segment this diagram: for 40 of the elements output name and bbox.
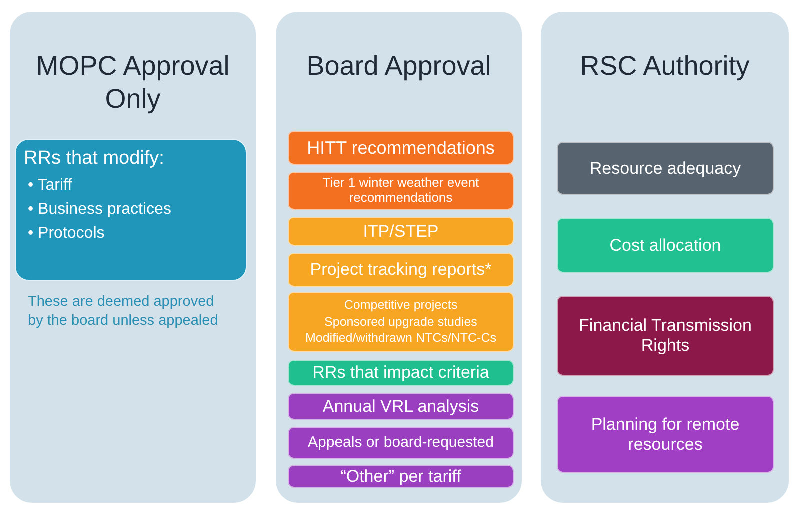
column-heading: MOPC Approval Only [35,50,231,116]
category-box [557,396,774,473]
box-label: Sponsored upgrade studies [324,314,478,330]
box-label: Planning for remote resources [590,414,741,454]
box-label: Project tracking reports* [310,260,492,280]
column-panel [10,12,256,503]
category-box [288,217,514,246]
card-heading: RRs that modify: [24,148,164,170]
category-box [288,253,514,287]
category-box [288,292,514,352]
box-label: Annual VRL analysis [322,396,480,416]
box-label: Cost allocation [610,236,722,256]
box-label: Modified/withdrawn NTCs/NTC-Cs [305,330,496,348]
category-box [288,465,514,488]
box-label: Competitive projects [344,296,458,314]
box-label: Tier 1 winter weather event recommendations [322,176,480,206]
category-box [288,131,514,165]
category-box [557,296,774,376]
note-text: These are deemed approved by the board unless appealed [28,293,220,331]
box-label: HITT recommendations [307,138,495,158]
column-panel [541,12,789,503]
column-heading: Board Approval [306,50,492,83]
category-box [288,172,514,210]
box-label: Appeals or board-requested [308,434,494,452]
list-item: • Tariff [27,176,72,196]
box-label: “Other” per tariff [340,466,462,486]
info-card [15,139,247,281]
category-box [557,218,774,273]
list-item: • Business practices [27,200,172,220]
column-panel [276,12,522,503]
column-heading: RSC Authority [580,50,750,83]
list-item: • Protocols [27,224,105,244]
box-label: Resource adequacy [590,158,742,178]
box-label: Financial Transmission Rights [578,316,753,356]
category-box [288,393,514,420]
category-box [288,427,514,459]
category-box [557,142,774,195]
box-label: ITP/STEP [363,222,439,242]
category-box [288,360,514,386]
box-label: RRs that impact criteria [312,363,490,383]
